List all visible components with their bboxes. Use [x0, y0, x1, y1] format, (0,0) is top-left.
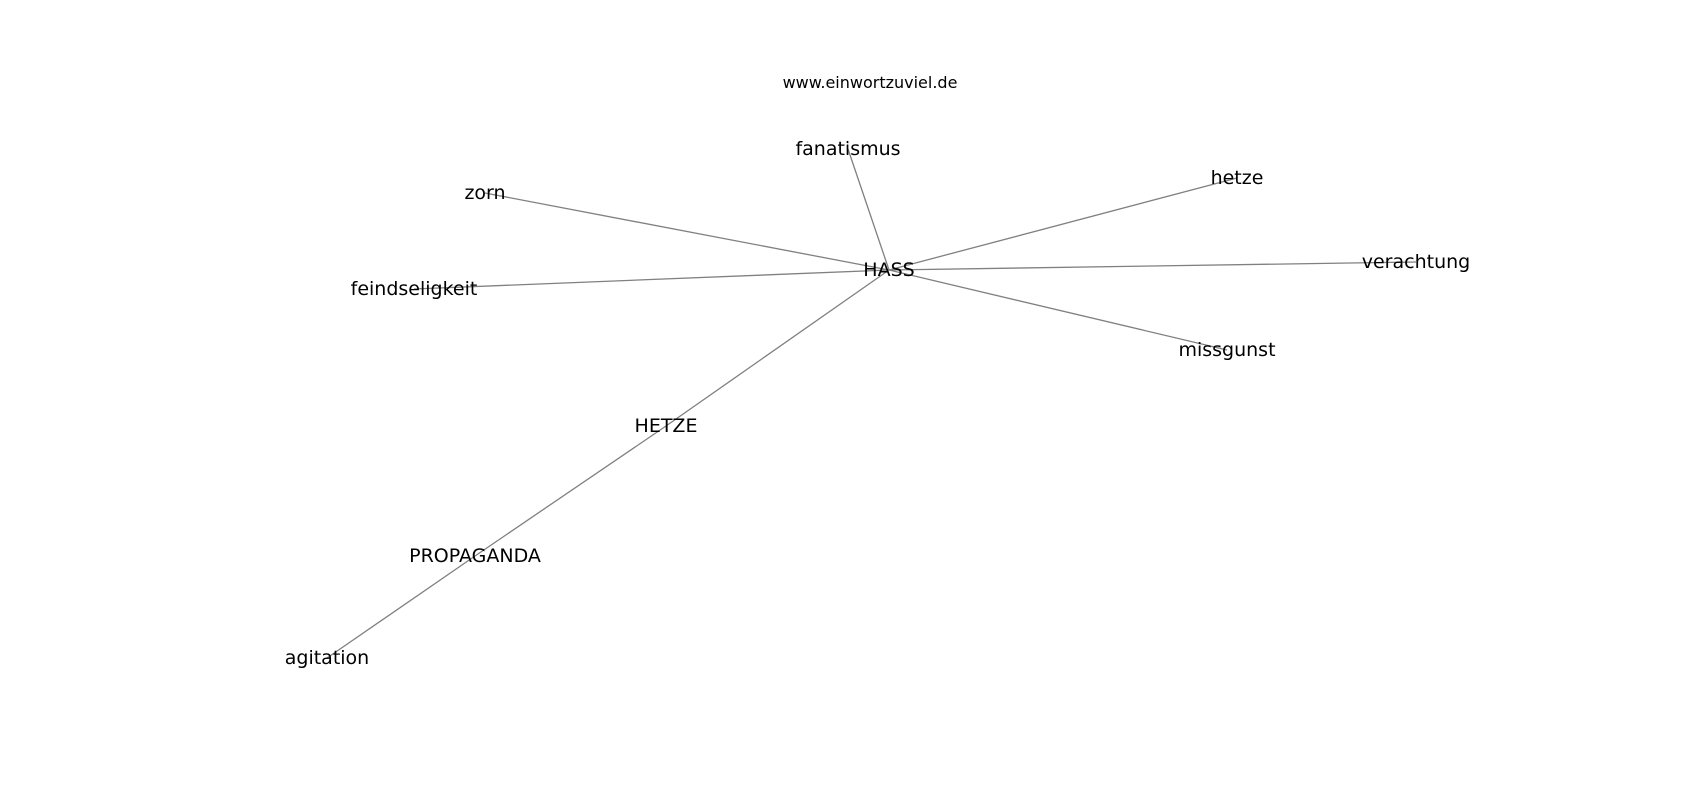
- site-watermark: www.einwortzuviel.de: [783, 73, 958, 92]
- edge-hass-verachtung: [888, 261, 1417, 271]
- node-label-agitation: agitation: [285, 647, 369, 669]
- node-label-hetze: hetze: [1211, 167, 1264, 189]
- nodes-layer: HASS HETZE PROPAGANDA agitation fanatismus zo…: [285, 138, 1470, 669]
- edge-hass-hetze: [888, 177, 1238, 271]
- edges-layer: [326, 148, 1417, 659]
- edge-hass-fanatismus: [847, 148, 890, 271]
- node-label-hetze_main: HETZE: [635, 415, 698, 437]
- node-label-hass: HASS: [863, 259, 914, 281]
- node-label-fanatismus: fanatismus: [795, 138, 900, 160]
- node-label-feindseligkeit: feindseligkeit: [351, 278, 478, 300]
- edge-hass-feindseligkeit: [413, 269, 890, 290]
- edge-hass-zorn: [484, 192, 890, 271]
- node-label-verachtung: verachtung: [1362, 251, 1470, 273]
- edge-hass-missgunst: [888, 269, 1228, 351]
- edge-hass-hetze_main: [665, 269, 890, 427]
- edge-hetze_main-propaganda: [474, 425, 667, 557]
- node-label-propaganda: PROPAGANDA: [409, 545, 541, 567]
- node-label-zorn: zorn: [464, 182, 505, 204]
- edge-propaganda-agitation: [326, 555, 476, 659]
- node-label-missgunst: missgunst: [1178, 339, 1275, 361]
